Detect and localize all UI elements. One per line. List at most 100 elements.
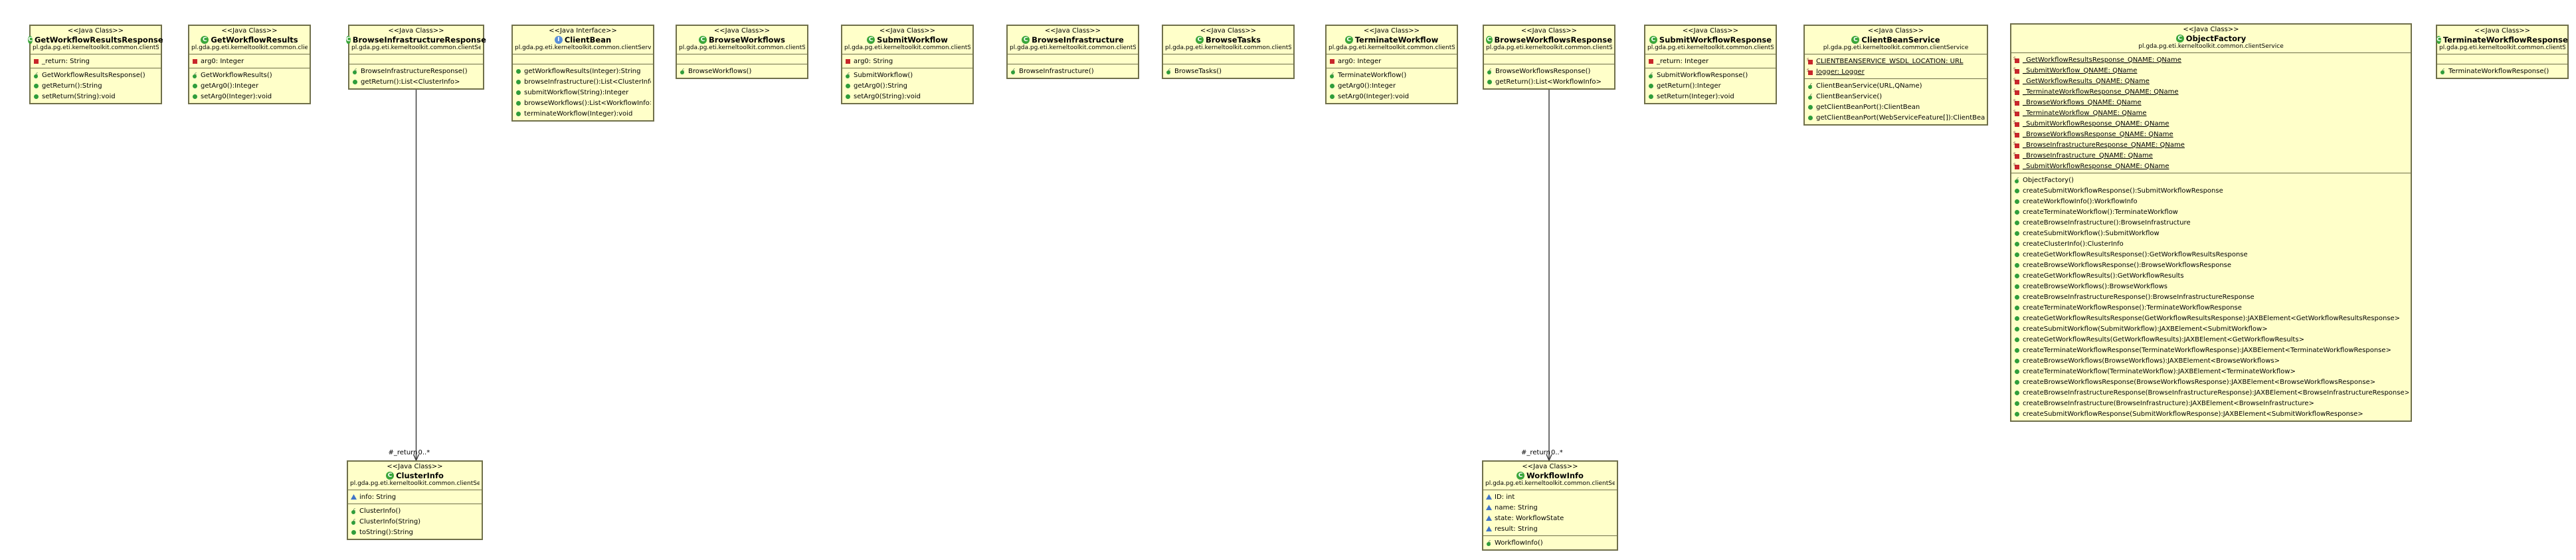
method-row[interactable]: getArg0():Integer xyxy=(191,80,308,91)
field-row[interactable]: name: String xyxy=(1485,502,1615,513)
field-row[interactable]: ID: int xyxy=(1485,492,1615,502)
method-row[interactable]: submitWorkflow(String):Integer xyxy=(515,87,651,98)
constructor-icon: c xyxy=(33,72,40,79)
method-row[interactable]: getArg0():String xyxy=(844,80,970,91)
field-row[interactable]: S_TerminateWorkflow_QNAME: QName xyxy=(2013,108,2409,118)
field-row[interactable]: S_SubmitWorkflowResponse_QNAME: QName xyxy=(2013,118,2409,129)
method-row[interactable]: setArg0(String):void xyxy=(844,91,970,102)
method-row[interactable]: createGetWorkflowResultsResponse(GetWork… xyxy=(2013,313,2409,324)
method-row[interactable]: createWorkflowInfo():WorkflowInfo xyxy=(2013,196,2409,207)
method-row[interactable]: createBrowseInfrastructureResponse(Brows… xyxy=(2013,387,2409,398)
method-row[interactable]: getClientBeanPort(WebServiceFeature[]):C… xyxy=(1807,112,1985,123)
method-row[interactable]: toString():String xyxy=(350,527,480,537)
method-row[interactable]: createBrowseWorkflowsResponse():BrowseWo… xyxy=(2013,260,2409,270)
method-row[interactable]: createSubmitWorkflow():SubmitWorkflow xyxy=(2013,228,2409,238)
method-row[interactable]: createGetWorkflowResults():GetWorkflowRe… xyxy=(2013,270,2409,281)
method-row[interactable]: setArg0(Integer):void xyxy=(1329,91,1455,102)
field-row[interactable]: _return: Integer xyxy=(1647,56,1774,66)
method-row[interactable]: setArg0(Integer):void xyxy=(191,91,308,102)
method-row[interactable]: createSubmitWorkflowResponse(SubmitWorkf… xyxy=(2013,409,2409,419)
field-row[interactable]: arg0: String xyxy=(844,56,970,66)
static-final-field-icon: S xyxy=(1807,68,1814,76)
method-row[interactable]: createBrowseInfrastructure(BrowseInfrast… xyxy=(2013,398,2409,409)
method-row[interactable]: createTerminateWorkflow():TerminateWorkf… xyxy=(2013,207,2409,217)
method-row[interactable]: browseInfrastructure():List<ClusterInfo> xyxy=(515,76,651,87)
field-row[interactable]: info: String xyxy=(350,492,480,502)
method-row[interactable]: getReturn():List<ClusterInfo> xyxy=(351,76,481,87)
method-row[interactable]: createBrowseInfrastructure():BrowseInfra… xyxy=(2013,217,2409,228)
method-row[interactable]: getClientBeanPort():ClientBean xyxy=(1807,102,1985,112)
field-row[interactable]: S_TerminateWorkflowResponse_QNAME: QName xyxy=(2013,86,2409,97)
method-row[interactable]: createBrowseInfrastructureResponse():Bro… xyxy=(2013,292,2409,302)
field-row[interactable]: _return: String xyxy=(33,56,159,66)
method-row[interactable]: createTerminateWorkflowResponse():Termin… xyxy=(2013,302,2409,313)
field-row[interactable]: state: WorkflowState xyxy=(1485,513,1615,523)
field-row[interactable]: S_BrowseInfrastructure_QNAME: QName xyxy=(2013,150,2409,161)
method-row[interactable]: createTerminateWorkflow(TerminateWorkflo… xyxy=(2013,366,2409,377)
field-row[interactable]: S_BrowseWorkflows_QNAME: QName xyxy=(2013,97,2409,108)
method-row[interactable]: createBrowseWorkflows(BrowseWorkflows):J… xyxy=(2013,355,2409,366)
field-row[interactable]: result: String xyxy=(1485,523,1615,534)
method-row[interactable]: getArg0():Integer xyxy=(1329,80,1455,91)
method-row[interactable]: createGetWorkflowResults(GetWorkflowResu… xyxy=(2013,334,2409,345)
method-row[interactable]: setReturn(String):void xyxy=(33,91,159,102)
field-row[interactable]: S_GetWorkflowResults_QNAME: QName xyxy=(2013,76,2409,86)
method-row[interactable]: createGetWorkflowResultsResponse():GetWo… xyxy=(2013,249,2409,260)
method-row[interactable]: terminateWorkflow(Integer):void xyxy=(515,108,651,119)
field-row[interactable]: S_BrowseInfrastructureResponse_QNAME: QN… xyxy=(2013,140,2409,150)
method-row[interactable]: getReturn():String xyxy=(33,80,159,91)
field-row[interactable]: arg0: Integer xyxy=(1329,56,1455,66)
field-row[interactable]: S_BrowseWorkflowsResponse_QNAME: QName xyxy=(2013,129,2409,140)
method-row[interactable]: createSubmitWorkflow(SubmitWorkflow):JAX… xyxy=(2013,324,2409,334)
method-row[interactable]: getWorkflowResults(Integer):String xyxy=(515,66,651,76)
method-row[interactable]: getReturn():List<WorkflowInfo> xyxy=(1486,76,1612,87)
field-row[interactable]: S_SubmitWorkflowResponse_QNAME: QName xyxy=(2013,161,2409,171)
method-row[interactable]: createBrowseWorkflowsResponse(BrowseWork… xyxy=(2013,377,2409,387)
method-row[interactable]: createSubmitWorkflowResponse():SubmitWor… xyxy=(2013,185,2409,196)
method-row[interactable]: createClusterInfo():ClusterInfo xyxy=(2013,238,2409,249)
method-row[interactable]: getReturn():Integer xyxy=(1647,80,1774,91)
method-row[interactable]: createTerminateWorkflowResponse(Terminat… xyxy=(2013,345,2409,355)
method-row[interactable]: browseWorkflows():List<WorkflowInfo> xyxy=(515,98,651,108)
field-row[interactable]: arg0: Integer xyxy=(191,56,308,66)
field-row[interactable]: S_SubmitWorkflow_QNAME: QName xyxy=(2013,65,2409,76)
method-row[interactable]: setReturn(Integer):void xyxy=(1647,91,1774,102)
field-row[interactable]: S_GetWorkflowResultsResponse_QNAME: QNam… xyxy=(2013,54,2409,65)
method-row[interactable]: createBrowseWorkflows():BrowseWorkflows xyxy=(2013,281,2409,292)
